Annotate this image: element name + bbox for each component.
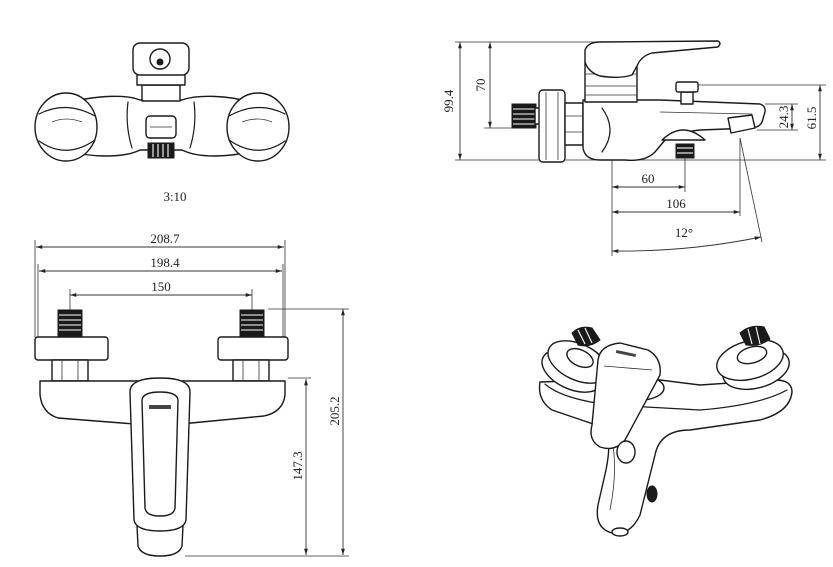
- left-connector-top: [34, 92, 98, 162]
- iso-spout-aerator: [611, 527, 629, 537]
- dim-label-205-2: 205.2: [327, 396, 342, 425]
- top-view: 3:10: [34, 42, 290, 204]
- iso-handle: [590, 342, 661, 450]
- dim-label-147-3: 147.3: [290, 451, 305, 480]
- dim-label-60: 60: [642, 171, 655, 186]
- front-left-connector: [34, 309, 109, 382]
- side-diverter-knob: [675, 81, 699, 105]
- iso-handle-logo: [615, 349, 636, 358]
- side-hex-nut: [564, 102, 584, 146]
- side-aerator: [727, 114, 756, 134]
- dim-label-99-4: 99.4: [441, 89, 456, 112]
- iso-diverter: [616, 440, 636, 464]
- handle-cartridge-top: [126, 42, 196, 149]
- dim-label-106: 106: [666, 196, 686, 211]
- outlet-nut-top: [147, 142, 175, 159]
- front-view: 208.7 198.4 150 147.3 205.2: [34, 231, 349, 557]
- side-shower-outlet: [661, 129, 706, 159]
- iso-outlet-nut: [646, 485, 658, 503]
- side-extension-lines: [455, 41, 826, 256]
- iso-right-connector: [716, 325, 790, 391]
- side-threaded-nut: [511, 103, 541, 129]
- dim-label-150: 150: [151, 279, 171, 294]
- dim-label-198-4: 198.4: [150, 255, 180, 270]
- side-handle-lever: [584, 40, 721, 78]
- dim-label-70: 70: [473, 79, 488, 92]
- side-flange: [538, 89, 566, 163]
- angle-label: 12°: [675, 225, 693, 240]
- dim-label-24-3: 24.3: [776, 106, 791, 129]
- isometric-view: [538, 325, 793, 537]
- dim-label-208-7: 208.7: [150, 231, 180, 246]
- right-connector-top: [226, 92, 290, 162]
- scale-label: 3:10: [163, 189, 186, 204]
- front-extension-lines: [34, 240, 349, 557]
- front-handle: [129, 377, 191, 532]
- dim-label-61-5: 61.5: [804, 107, 819, 130]
- front-right-connector: [217, 309, 289, 382]
- iso-left-connector: [541, 326, 609, 393]
- handle-logo: [149, 405, 171, 409]
- side-view: 99.4 70 24.3 61.5 60 106 12°: [441, 40, 826, 256]
- iso-mixer-body: [538, 379, 793, 535]
- dim-arc-angle: [611, 236, 762, 253]
